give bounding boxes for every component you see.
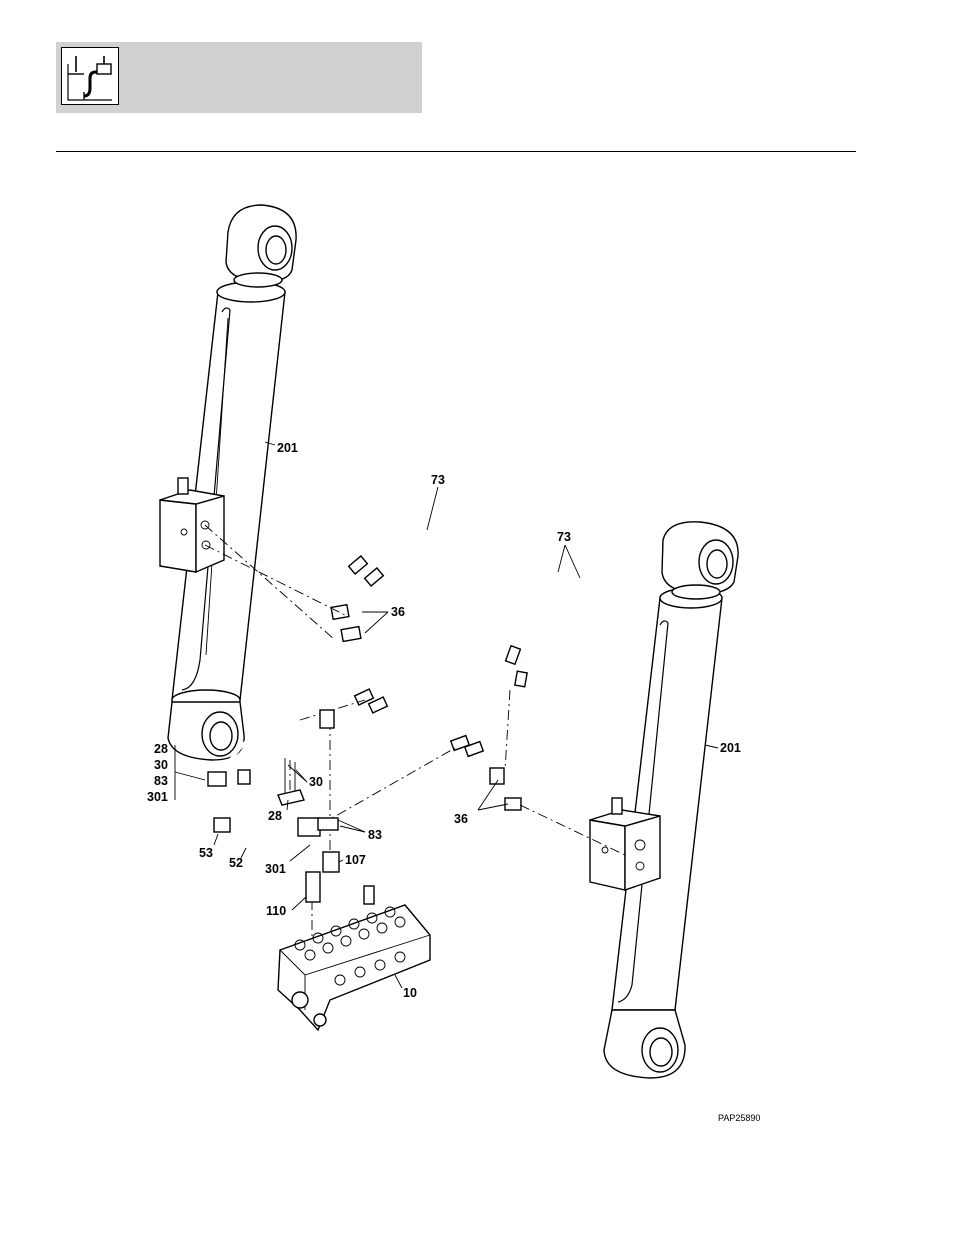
control-valve-10: [278, 886, 430, 1030]
callout-110: 110: [266, 904, 286, 918]
callout-83-adapter: 83: [368, 828, 382, 842]
left-hose-pair: [349, 492, 506, 713]
callout-30-bolt: 30: [309, 775, 323, 789]
callout-36-upper: 36: [391, 605, 405, 619]
adapter-107: [323, 852, 339, 872]
callout-36-lower: 36: [454, 812, 468, 826]
callout-301-block: 301: [265, 862, 286, 876]
callout-28-plate: 28: [268, 809, 282, 823]
callout-73-right: 73: [557, 530, 571, 544]
callout-201-left: 201: [277, 441, 298, 455]
callout-10: 10: [403, 986, 417, 1000]
callout-30-stack: 30: [154, 758, 168, 772]
right-lift-cylinder: [590, 522, 738, 1078]
right-hose-pair: [451, 568, 607, 756]
callout-28-stack: 28: [154, 742, 168, 756]
lower-elbow-fittings: [490, 768, 521, 810]
callout-73-left: 73: [431, 473, 445, 487]
callout-301-stack: 301: [147, 790, 168, 804]
callout-53: 53: [199, 846, 213, 860]
callout-83-stack: 83: [154, 774, 168, 788]
figure-id: PAP25890: [718, 1113, 760, 1123]
callout-201-right: 201: [720, 741, 741, 755]
callout-107: 107: [345, 853, 366, 867]
left-lift-cylinder: [160, 205, 296, 760]
adapter-110: [306, 872, 320, 902]
callout-52: 52: [229, 856, 243, 870]
